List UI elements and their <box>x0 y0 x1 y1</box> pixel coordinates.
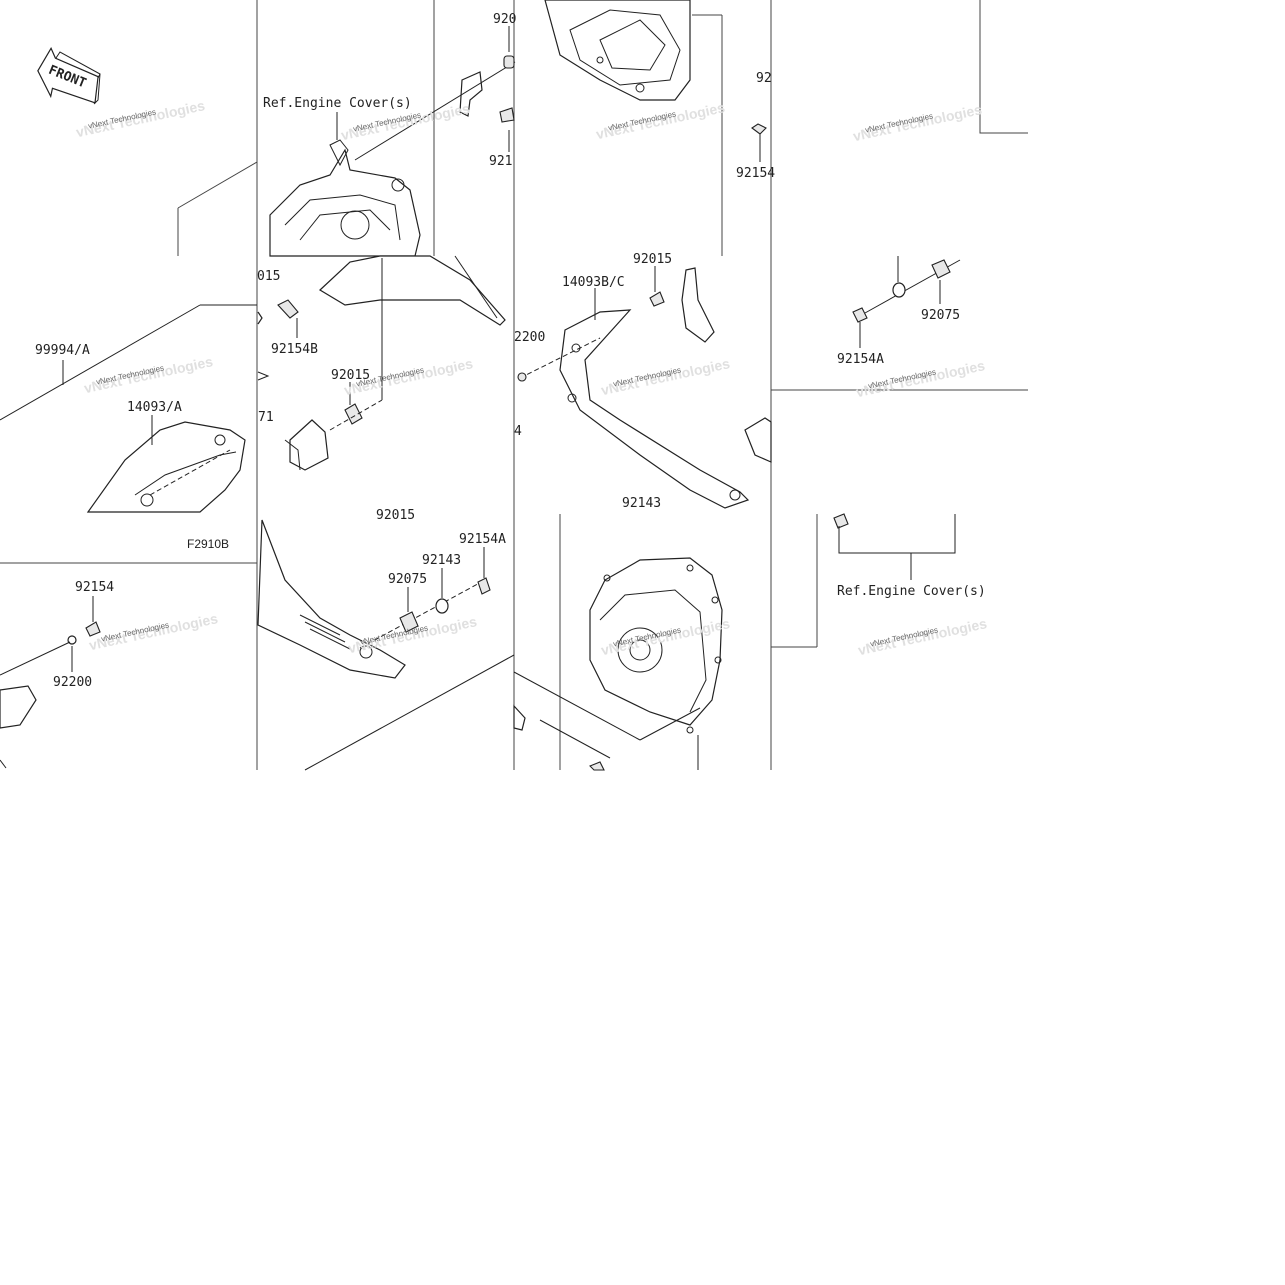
engine-cover-upper <box>269 139 421 257</box>
lower-left-parts <box>0 596 101 769</box>
label-71-frag: 71 <box>258 410 274 425</box>
label-92143-center: 92143 <box>622 496 661 511</box>
label-92154a-right: 92154A <box>837 352 884 367</box>
diagram-id: F2910B <box>187 537 229 551</box>
arm-bracket-center <box>319 255 506 400</box>
ref-engine-cover-bottom-label: Ref.Engine Cover(s) <box>837 584 986 599</box>
watermark: vNext Technologies vNext Technologies <box>600 355 732 398</box>
label-92015-center: 92015 <box>633 252 672 267</box>
collar-92015-center <box>329 399 383 431</box>
label-92015-top: 920 <box>493 12 516 27</box>
label-92154-top: 921 <box>489 154 512 169</box>
engine-cover-lower <box>589 557 723 770</box>
frame-cover-14093a <box>86 421 246 513</box>
watermark: vNext Technologies vNext Technologies <box>852 101 984 144</box>
lower-center-arm <box>257 519 515 771</box>
watermark: vNext Technologies vNext Technologies <box>83 353 215 396</box>
watermark: vNext Technologies vNext Technologies <box>857 615 989 658</box>
label-92015-left: 015 <box>257 269 280 284</box>
label-99994a: 99994/A <box>35 343 90 358</box>
label-92075-lower: 92075 <box>388 572 427 587</box>
bolt-92154b <box>277 299 299 319</box>
label-92200-left: 92200 <box>53 675 92 690</box>
label-92075-right: 92075 <box>921 308 960 323</box>
label-92015-mid: 92015 <box>331 368 370 383</box>
bolt-92154-right <box>751 123 767 162</box>
label-92143-lower: 92143 <box>422 553 461 568</box>
hardware-lower-center <box>399 577 491 633</box>
label-92154b: 92154B <box>271 342 318 357</box>
label-4-frag: 4 <box>514 424 522 439</box>
ref-engine-cover-top-label: Ref.Engine Cover(s) <box>263 96 412 111</box>
label-92154a-lower: 92154A <box>459 532 506 547</box>
bracket-right-edge <box>744 417 772 463</box>
ref-engine-cover-bracket <box>833 513 956 580</box>
tile-frames <box>0 0 1028 770</box>
label-14093bc: 14093B/C <box>562 275 625 290</box>
watermark: vNext Technologies vNext Technologies <box>595 99 727 142</box>
step-bracket-center <box>284 419 329 471</box>
front-arrow-icon: FRONT <box>37 46 101 105</box>
bracket-center-right <box>681 267 715 343</box>
hardware-right-middle <box>852 256 961 323</box>
watermark: vNext Technologies vNext Technologies <box>88 610 220 653</box>
frame-cover-14093bc <box>519 309 750 509</box>
label-14093a: 14093/A <box>127 400 182 415</box>
label-92154-right-frag: 92 <box>756 71 772 86</box>
label-92015-lower: 92015 <box>376 508 415 523</box>
engine-cover-top-right <box>544 0 691 101</box>
lower-right-bolt-area <box>513 671 701 771</box>
watermark-group: vNext Technologies vNext Technologies vN… <box>75 97 989 658</box>
label-92200-center: 2200 <box>514 330 545 345</box>
label-92154-left: 92154 <box>75 580 114 595</box>
label-92154-right: 92154 <box>736 166 775 181</box>
bracket-top <box>354 55 516 161</box>
